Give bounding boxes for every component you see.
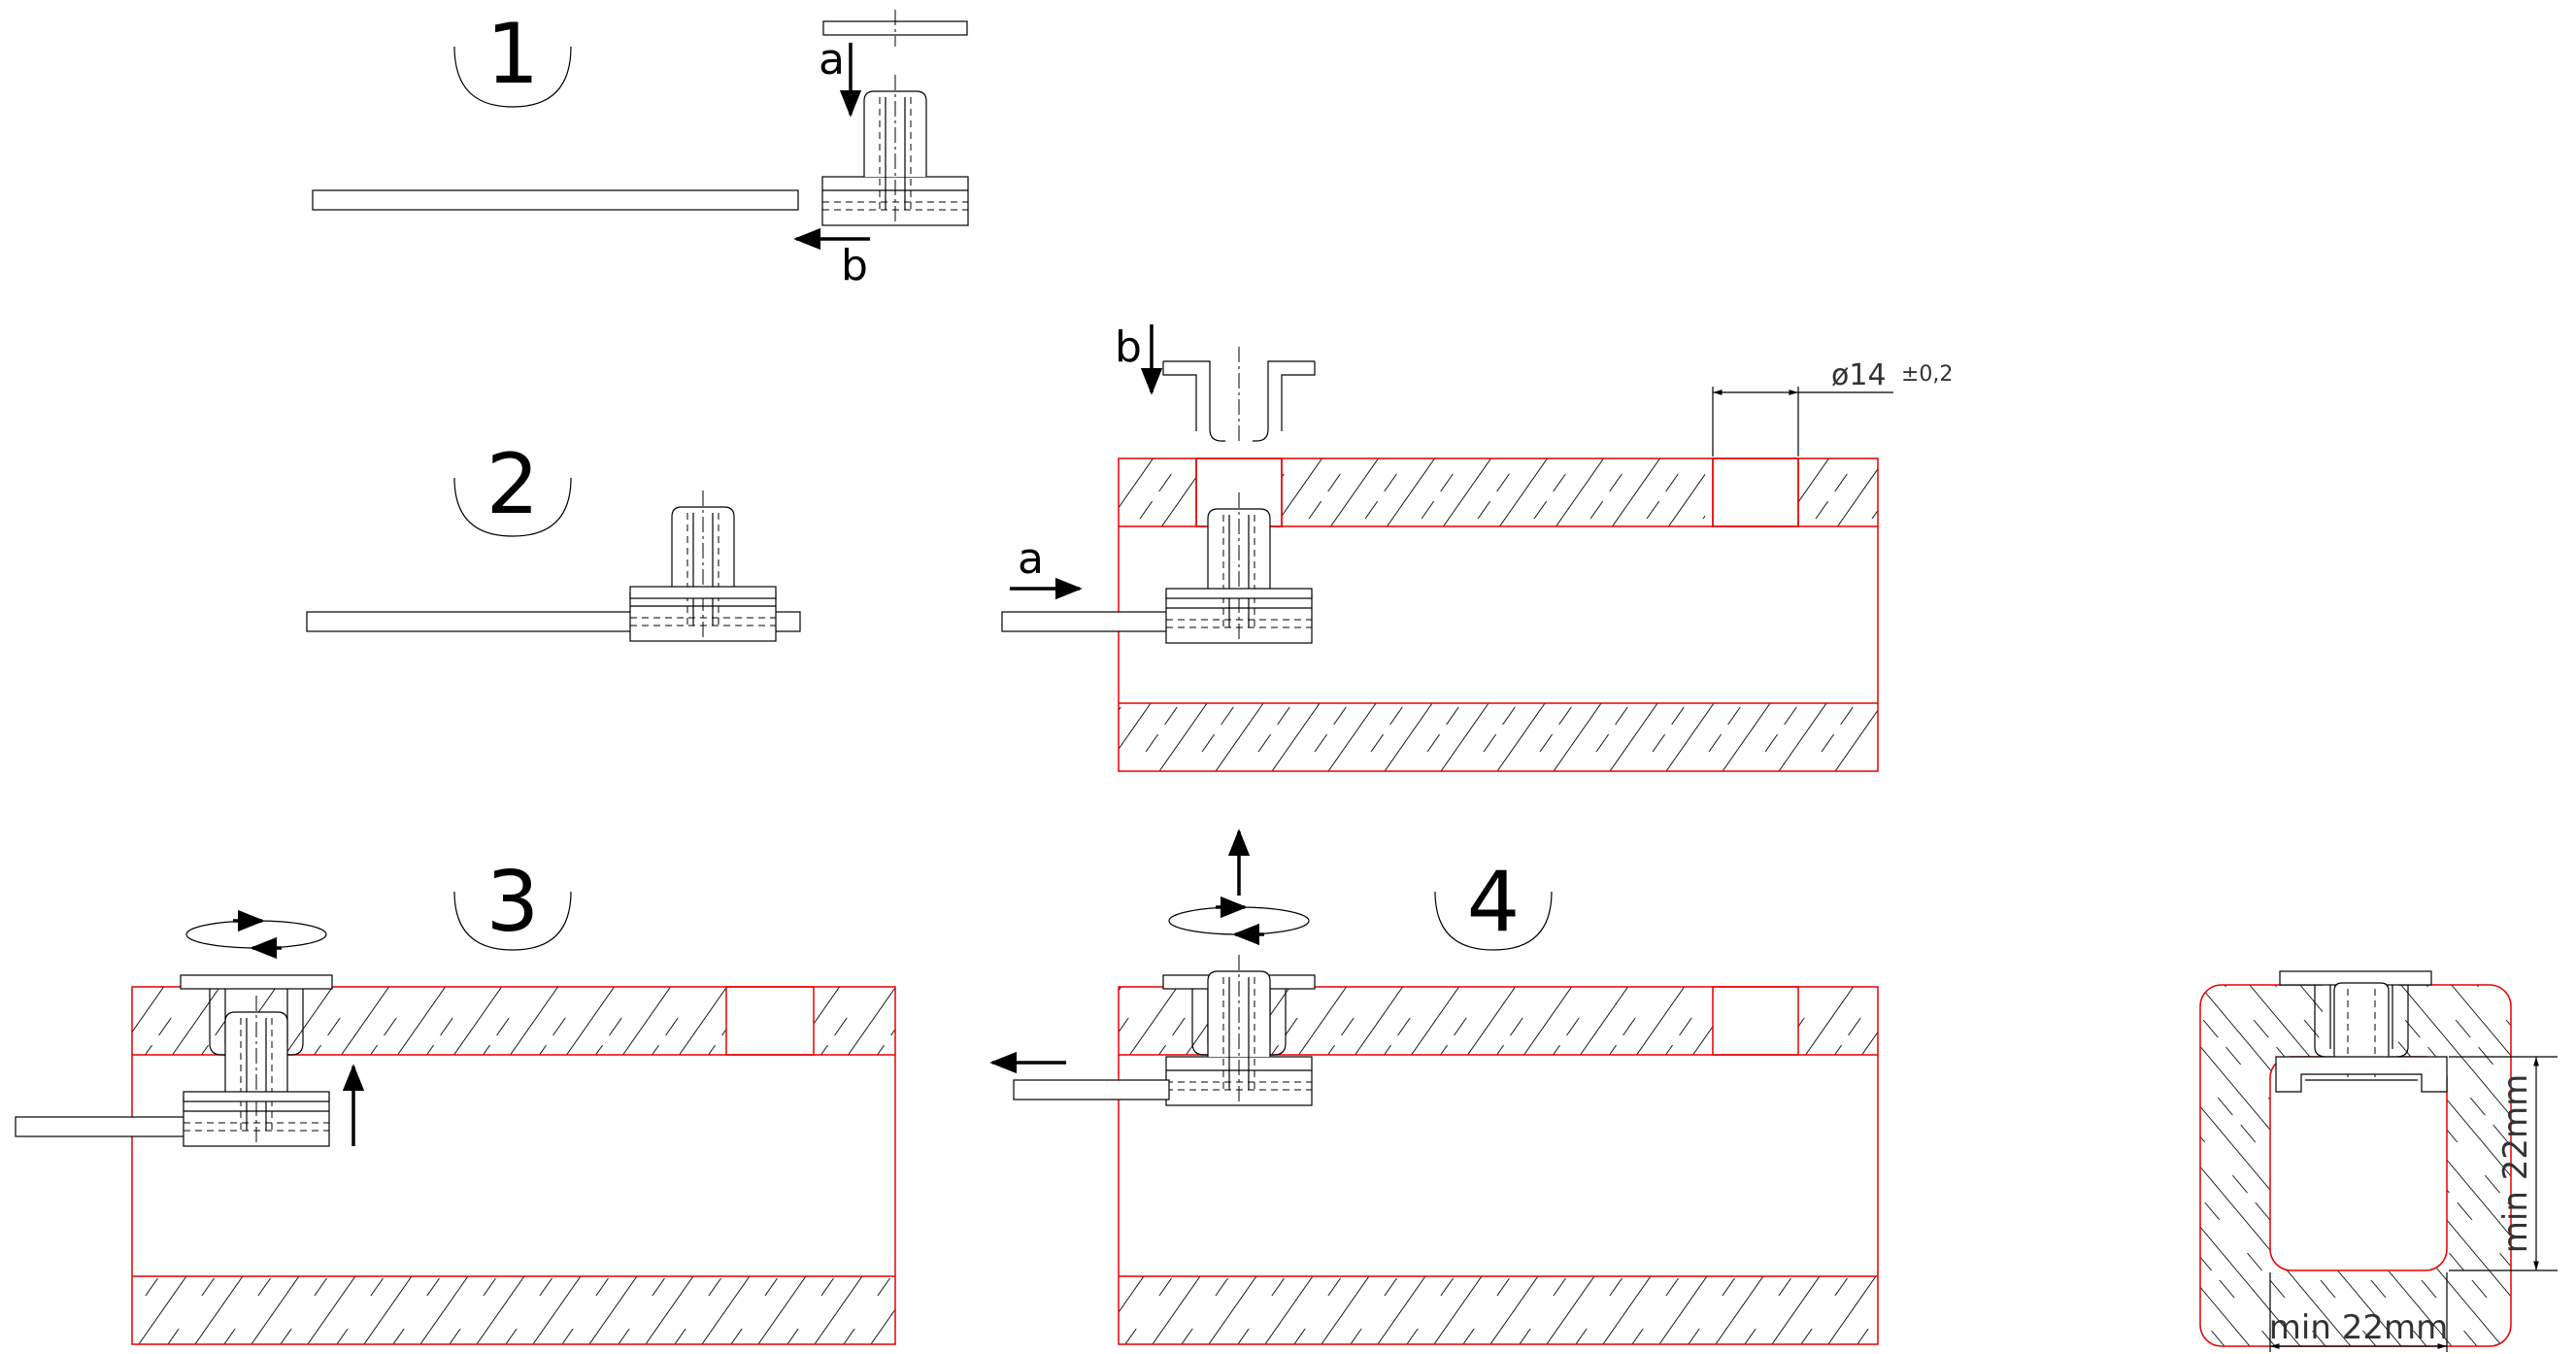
min-height-label: min 22mm (2496, 1074, 2535, 1253)
hole-diameter-label: ø14 (1831, 358, 1887, 392)
strip (312, 189, 799, 211)
step-4: 4 (989, 829, 1879, 1345)
arrow-label-b: b (1115, 322, 1142, 372)
step-2: 2 (306, 436, 801, 642)
min-width-label: min 22mm (2269, 1308, 2448, 1347)
step-number-4: 4 (1467, 854, 1521, 951)
arrow-label-a: a (1018, 534, 1044, 584)
strip (1013, 1079, 1170, 1100)
cap-washer (1162, 346, 1316, 442)
step-3: 3 (15, 854, 896, 1345)
step-number-3: 3 (486, 854, 540, 951)
step-1: 1 a b (312, 6, 969, 290)
arrow-label-a: a (819, 35, 845, 85)
hole-tolerance-label: ±0,2 (1901, 362, 1953, 387)
arrow-label-b: b (841, 241, 868, 290)
step-number-1: 1 (486, 6, 540, 103)
t-nut (629, 490, 777, 642)
rotate-arrow-icon (185, 909, 327, 960)
t-nut (821, 74, 969, 226)
rotate-arrow-icon (1168, 896, 1310, 946)
step-2-profile: b a ø14 ±0,2 (1001, 322, 1953, 772)
step-number-2: 2 (486, 436, 540, 533)
profile-cross-section: min 22mm min 22mm (2199, 970, 2558, 1352)
